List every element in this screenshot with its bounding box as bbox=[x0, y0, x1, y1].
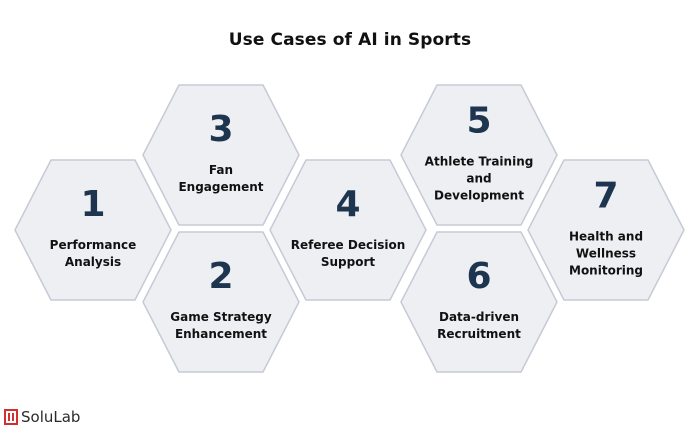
hexagon-3 bbox=[142, 84, 300, 226]
use-case-2: 2 Game Strategy Enhancement bbox=[146, 257, 296, 343]
use-case-1: 1 Performance Analysis bbox=[18, 185, 168, 271]
logo-text: SoluLab bbox=[21, 408, 81, 426]
use-case-number: 3 bbox=[208, 109, 234, 150]
hexagon-6 bbox=[400, 231, 558, 373]
use-case-4: 4 Referee Decision Support bbox=[273, 185, 423, 271]
use-case-label: Data-driven Recruitment bbox=[437, 310, 521, 341]
use-case-number: 4 bbox=[335, 184, 361, 225]
use-case-3: 3 Fan Engagement bbox=[146, 110, 296, 196]
use-case-number: 2 bbox=[208, 256, 234, 297]
hexagon-2 bbox=[142, 231, 300, 373]
use-case-label: Game Strategy Enhancement bbox=[170, 310, 272, 341]
page-title: Use Cases of AI in Sports bbox=[228, 30, 472, 50]
solulab-logo-icon bbox=[4, 409, 18, 425]
use-case-label: Athlete Training and Development bbox=[424, 154, 534, 203]
use-case-6: 6 Data-driven Recruitment bbox=[404, 257, 554, 343]
use-case-label: Fan Engagement bbox=[178, 163, 264, 194]
use-case-label: Health and Wellness Monitoring bbox=[568, 229, 644, 278]
use-case-number: 7 bbox=[593, 175, 619, 217]
use-case-label: Performance Analysis bbox=[49, 238, 137, 269]
hexagon-7 bbox=[527, 159, 685, 301]
hexagon-4 bbox=[269, 159, 427, 301]
hexagon-1 bbox=[14, 159, 172, 301]
use-case-number: 1 bbox=[80, 184, 106, 225]
solulab-logo: SoluLab bbox=[4, 408, 80, 426]
hexagon-5 bbox=[400, 84, 558, 226]
use-case-number: 6 bbox=[466, 256, 492, 297]
use-case-label: Referee Decision Support bbox=[290, 238, 406, 269]
use-case-number: 5 bbox=[466, 100, 492, 142]
use-case-5: 5 Athlete Training and Development bbox=[404, 100, 554, 205]
use-case-7: 7 Health and Wellness Monitoring bbox=[531, 175, 681, 280]
